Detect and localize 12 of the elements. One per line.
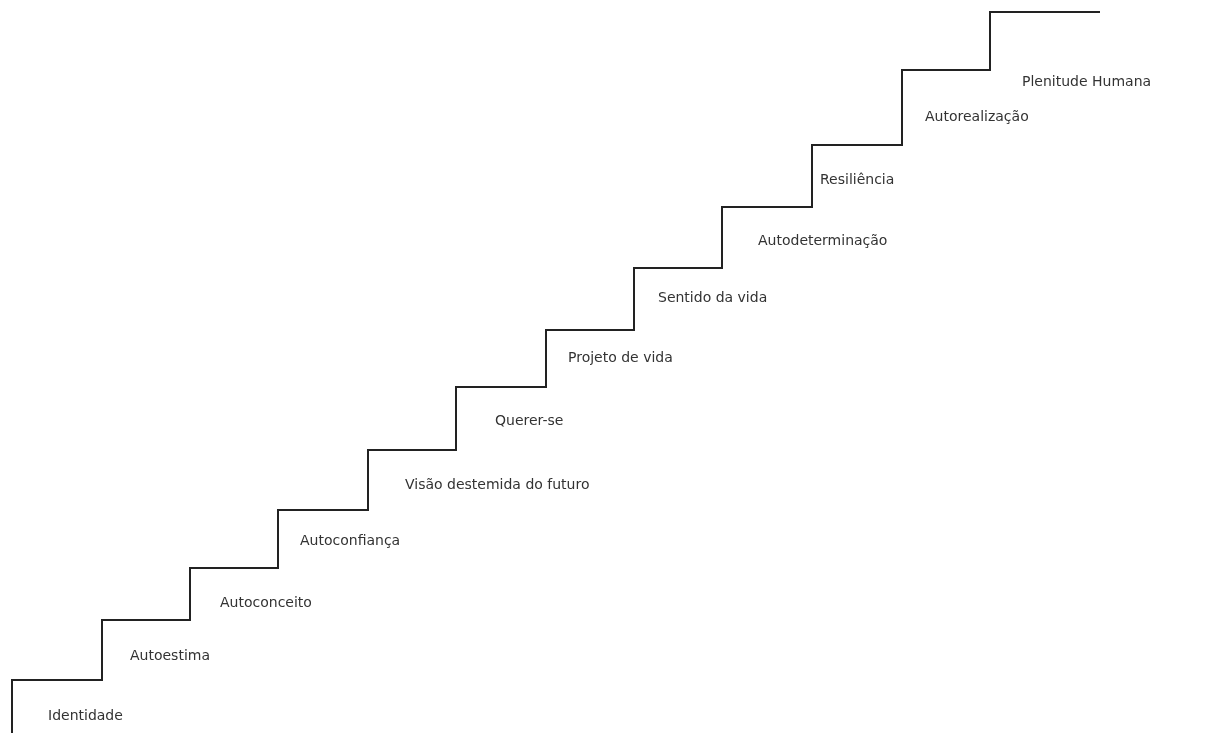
step-label: Visão destemida do futuro — [405, 475, 590, 493]
step-label: Autorealização — [925, 107, 1029, 125]
step-label: Querer-se — [495, 411, 564, 429]
step-label: Identidade — [48, 706, 123, 724]
step-label: Autoconceito — [220, 593, 312, 611]
step-label: Plenitude Humana — [1022, 72, 1152, 90]
step-label: Sentido da vida — [658, 288, 768, 306]
step-label: Autoestima — [130, 646, 210, 664]
step-label: Autoconfiança — [300, 531, 401, 549]
step-label: Resiliência — [820, 170, 895, 188]
step-label: Autodeterminação — [758, 231, 888, 249]
step-label: Projeto de vida — [568, 348, 673, 366]
